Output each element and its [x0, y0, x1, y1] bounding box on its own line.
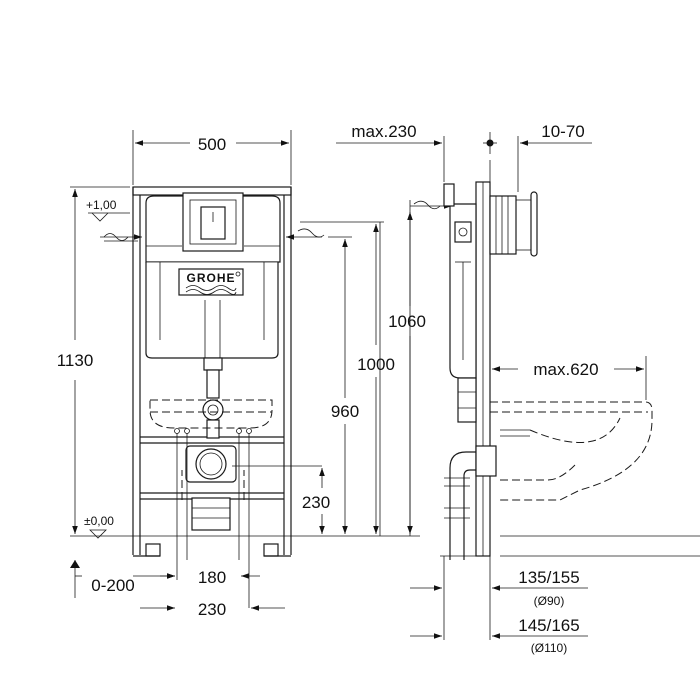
dim-10-70-label: 10-70 — [541, 122, 584, 141]
dim-135-155-sub: (Ø90) — [534, 594, 565, 608]
dim-500-label: 500 — [198, 135, 226, 154]
dim-230-horiz-label: 230 — [198, 600, 226, 619]
toilet-bowl-dashed — [490, 401, 653, 501]
dim-145-165-sub: (Ø110) — [531, 641, 567, 655]
dim-width-230: 230 — [140, 600, 285, 619]
dim-width-180: 180 — [160, 568, 260, 587]
brand-logo-text: GROHE — [186, 271, 235, 285]
dim-max-620-label: max.620 — [533, 360, 598, 379]
dim-145-165-label: 145/165 — [518, 616, 579, 635]
water-supply-left — [100, 233, 142, 242]
level-marker-top: +1,00 — [86, 198, 130, 222]
dim-180-label: 180 — [198, 568, 226, 587]
dim-height-1060: 1060 — [300, 200, 426, 536]
waste-outlet — [174, 428, 322, 608]
waste-pipe-side — [444, 445, 497, 560]
toilet-outline-dashed — [149, 399, 273, 500]
dim-135-155: 135/155 (Ø90) — [410, 568, 588, 608]
dim-0-200-label: 0-200 — [91, 576, 134, 595]
dim-135-155-label: 135/155 — [518, 568, 579, 587]
cistern-side — [449, 203, 477, 423]
level-top-label: +1,00 — [86, 198, 117, 212]
dim-10-70: 10-70 — [483, 122, 592, 192]
dim-width-500: 500 — [132, 130, 292, 185]
dim-max-230: max.230 — [336, 122, 445, 182]
dim-230-vert-label: 230 — [302, 493, 330, 512]
dim-height-1130: 1130 — [57, 189, 94, 534]
dim-145-165: 145/165 (Ø110) — [410, 616, 588, 655]
flush-plate-side — [489, 191, 538, 257]
grohe-logo: GROHE — [178, 268, 244, 296]
dim-height-230: 230 — [302, 468, 330, 534]
side-view: max.230 10-70 max.620 135/155 (Ø90) — [336, 122, 700, 655]
water-supply-right — [286, 228, 325, 240]
water-supply-side — [410, 183, 455, 210]
flush-plate — [182, 192, 244, 252]
dim-height-1000: 1000 — [357, 224, 395, 534]
front-view: GROHE — [57, 130, 426, 619]
dim-max-230-label: max.230 — [351, 122, 416, 141]
dim-1130-label: 1130 — [57, 351, 94, 370]
dim-960-label: 960 — [331, 402, 359, 421]
frame — [132, 186, 292, 557]
level-marker-floor: ±0,00 — [84, 514, 114, 539]
dim-1060-label: 1060 — [388, 312, 426, 331]
dim-1000-label: 1000 — [357, 355, 395, 374]
dim-height-960: 960 — [328, 236, 359, 534]
dim-adjust-0-200: 0-200 — [70, 560, 175, 598]
dim-max-620: max.620 — [492, 356, 647, 400]
level-floor-label: ±0,00 — [84, 514, 114, 528]
